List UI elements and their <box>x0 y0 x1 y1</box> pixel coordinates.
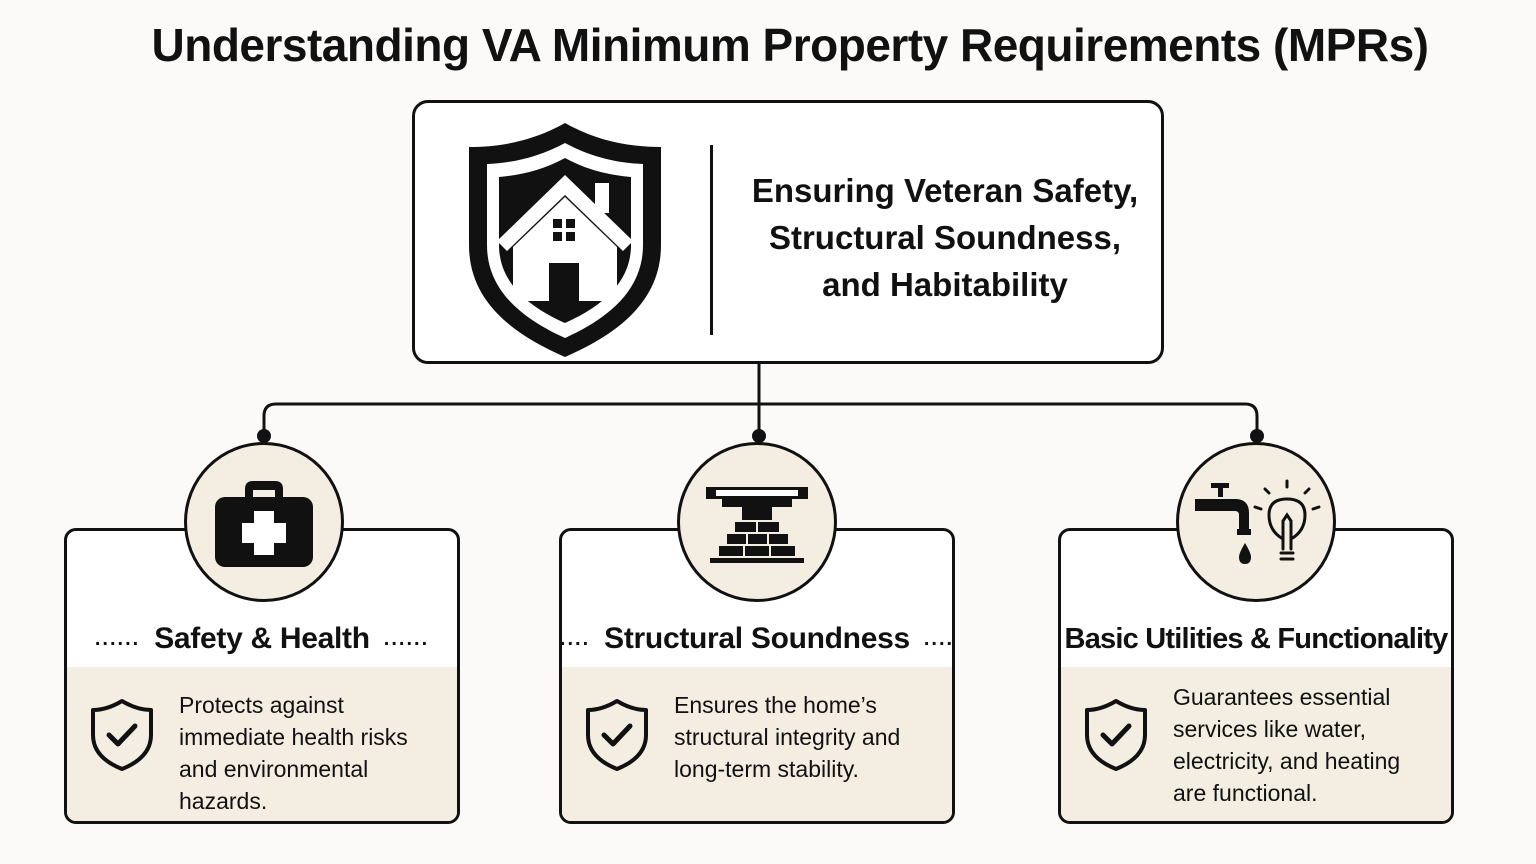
card-body: Ensures the home’s structural integrity … <box>562 667 952 821</box>
description-line: and environmental hazards. <box>179 756 369 814</box>
description-line: long-term stability. <box>674 756 859 782</box>
card-header: Basic Utilities & Functionality <box>1061 613 1451 665</box>
safety-health-badge <box>184 442 344 602</box>
goal-line: Ensuring Veteran Safety, <box>751 172 1139 209</box>
basic-utilities-badge <box>1176 442 1336 602</box>
goal-line: Structural Soundness, <box>768 219 1122 256</box>
description-line: electricity, and heating <box>1173 748 1401 774</box>
description-line: services like water, <box>1173 716 1367 742</box>
house-shield-icon <box>469 123 661 357</box>
mpr-summary-box: Ensuring Veteran Safety, Structural Soun… <box>412 100 1164 364</box>
mpr-goals-text: Ensuring Veteran Safety, Structural Soun… <box>735 167 1155 308</box>
description-line: Protects against <box>179 692 344 718</box>
card-description: Protects against immediate health risks … <box>179 689 457 817</box>
faucet-and-lightbulb-icon <box>1195 479 1321 564</box>
description-line: immediate health risks <box>179 724 408 750</box>
description-line: structural integrity and <box>674 724 901 750</box>
card-title: Structural Soundness <box>604 622 910 655</box>
card-header: ...... Safety & Health ...... <box>67 613 457 665</box>
check-shield-icon <box>1085 699 1147 771</box>
first-aid-kit-icon <box>215 481 313 567</box>
card-title: Safety & Health <box>154 622 370 655</box>
vertical-divider <box>710 145 713 335</box>
brick-column-icon <box>706 487 808 563</box>
card-basic-utilities: Basic Utilities & Functionality Guarante… <box>1058 528 1454 824</box>
dotted-rule: ...... <box>94 628 141 650</box>
card-title: Basic Utilities & Functionality <box>1064 622 1449 655</box>
dotted-rule: .... <box>559 628 591 650</box>
check-shield-icon <box>91 699 153 771</box>
card-body: Guarantees essential services like water… <box>1061 667 1451 821</box>
page-title: Understanding VA Minimum Property Requir… <box>151 19 1429 71</box>
dotted-rule: ...... <box>383 628 430 650</box>
card-header: .... Structural Soundness .... <box>562 613 952 665</box>
card-description: Guarantees essential services like water… <box>1173 681 1451 809</box>
goal-line: and Habitability <box>822 266 1068 303</box>
description-line: Guarantees essential <box>1173 684 1391 710</box>
card-description: Ensures the home’s structural integrity … <box>674 689 952 785</box>
card-body: Protects against immediate health risks … <box>67 667 457 821</box>
structural-soundness-badge <box>677 442 837 602</box>
description-line: Ensures the home’s <box>674 692 877 718</box>
check-shield-icon <box>586 699 648 771</box>
description-line: are functional. <box>1173 780 1318 806</box>
dotted-rule: .... <box>923 628 955 650</box>
